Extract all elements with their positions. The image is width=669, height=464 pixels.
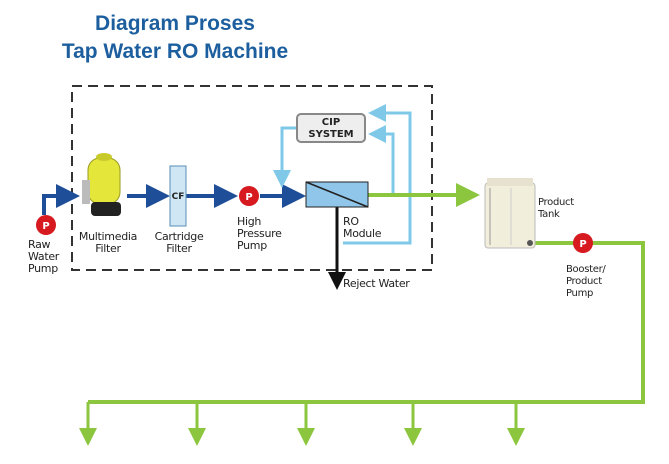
booster-pump-icon: P [573,233,593,253]
svg-text:CF: CF [172,192,185,202]
svg-text:P: P [42,221,49,232]
svg-text:P: P [579,239,586,250]
svg-text:P: P [245,192,252,203]
ro-module-icon [305,181,369,208]
title-line2: Tap Water RO Machine [61,40,289,63]
cip-system-box: CIP SYSTEM [296,113,366,143]
cip-label: SYSTEM [308,129,354,140]
cip-line [343,195,412,245]
multimedia-filter-icon [82,153,121,216]
product-tank-icon [484,178,536,249]
cip-line [273,126,296,188]
cip-line [368,104,412,195]
cip-line [368,125,395,195]
title-line1: Diagram Proses [95,12,255,35]
feed-line [42,184,80,215]
distribution-outlets [79,402,525,446]
distribution-line [88,241,645,404]
cip-label: CIP [321,117,341,128]
system-boundary [71,85,433,271]
high-pressure-pump-icon: P [239,186,259,206]
reject-water-label: Reject Water [343,277,410,290]
raw-water-pump-icon: P [36,215,56,235]
cartridge-filter-icon [169,165,187,227]
